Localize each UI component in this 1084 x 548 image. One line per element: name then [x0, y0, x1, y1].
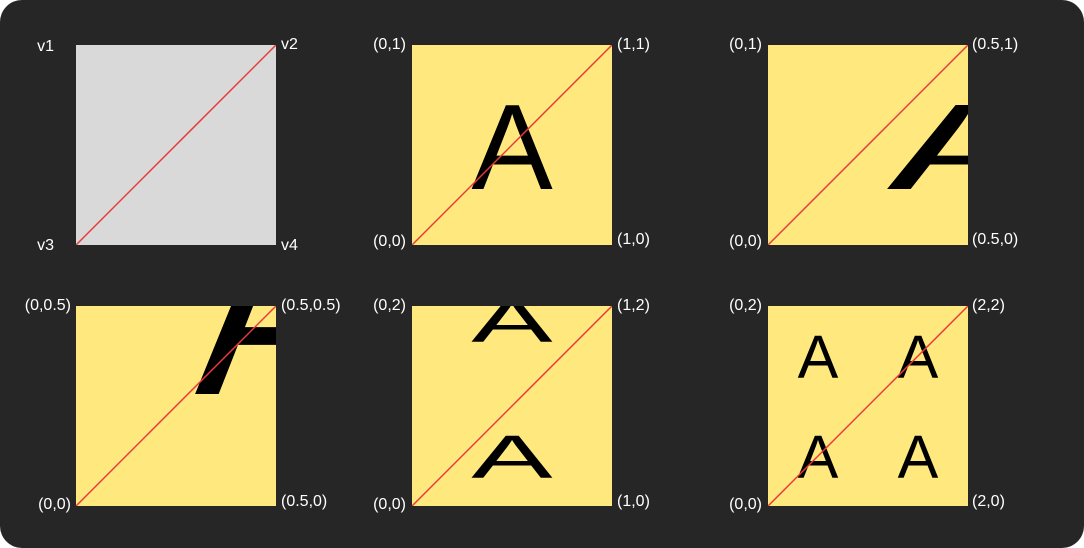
uv-label-top-left: (0,0.5)	[24, 297, 71, 314]
uv-label-top-right: (0.5,1)	[972, 36, 1019, 53]
uv-label-top-left: (0,1)	[373, 36, 406, 53]
diagonal-line	[76, 45, 276, 245]
uv-label-bottom-right: (0.5,0)	[972, 231, 1019, 248]
uv-label-top-right: (0.5,0.5)	[281, 297, 341, 314]
letter-a-glyph: A	[471, 306, 553, 355]
letter-a-glyph: A	[898, 323, 939, 391]
uv-label-top-left: (0,1)	[729, 36, 762, 53]
texture-square-half-u: A	[768, 45, 968, 245]
letter-a-glyph: A	[798, 323, 839, 391]
uv-label-bottom-left: (0,0)	[373, 496, 406, 513]
uv-label-top-right: (1,2)	[617, 297, 650, 314]
uv-label-bottom-right: (1,0)	[617, 493, 650, 510]
diagonal-line	[412, 306, 612, 506]
vertex-label-v2: v2	[281, 36, 298, 53]
diagonal-line	[768, 45, 968, 245]
uv-label-top-right: (1,1)	[617, 36, 650, 53]
diagonal-line	[76, 306, 276, 506]
diagonal-line	[412, 45, 612, 245]
letter-a-glyph: A	[898, 423, 939, 491]
uv-label-bottom-left: (0,0)	[373, 233, 406, 250]
uv-label-bottom-right: (2,0)	[972, 493, 1005, 510]
diagonal-line	[768, 306, 968, 506]
vertex-label-v3: v3	[37, 237, 54, 254]
letter-a-glyph: A	[471, 79, 553, 215]
texture-square-repeat-v: A A	[412, 306, 612, 506]
texture-square-full: A	[412, 45, 612, 245]
vertex-label-v4: v4	[281, 237, 298, 254]
uv-label-top-right: (2,2)	[972, 297, 1005, 314]
letter-a-glyph: A	[195, 306, 276, 446]
uv-label-bottom-left: (0,0)	[38, 496, 71, 513]
letter-a-glyph: A	[798, 423, 839, 491]
letter-a-glyph: A	[471, 424, 553, 492]
uv-label-top-left: (0,2)	[729, 297, 762, 314]
texture-square-quarter: A	[76, 306, 276, 506]
letter-a-glyph: A	[887, 78, 968, 215]
texture-square-repeat-uv: A A A A	[768, 306, 968, 506]
uv-label-bottom-left: (0,0)	[729, 496, 762, 513]
uv-label-bottom-right: (1,0)	[617, 231, 650, 248]
uv-label-top-left: (0,2)	[373, 297, 406, 314]
vertex-square	[76, 45, 276, 245]
uv-label-bottom-left: (0,0)	[729, 233, 762, 250]
uv-label-bottom-right: (0.5,0)	[281, 493, 328, 510]
vertex-label-v1: v1	[37, 38, 54, 55]
